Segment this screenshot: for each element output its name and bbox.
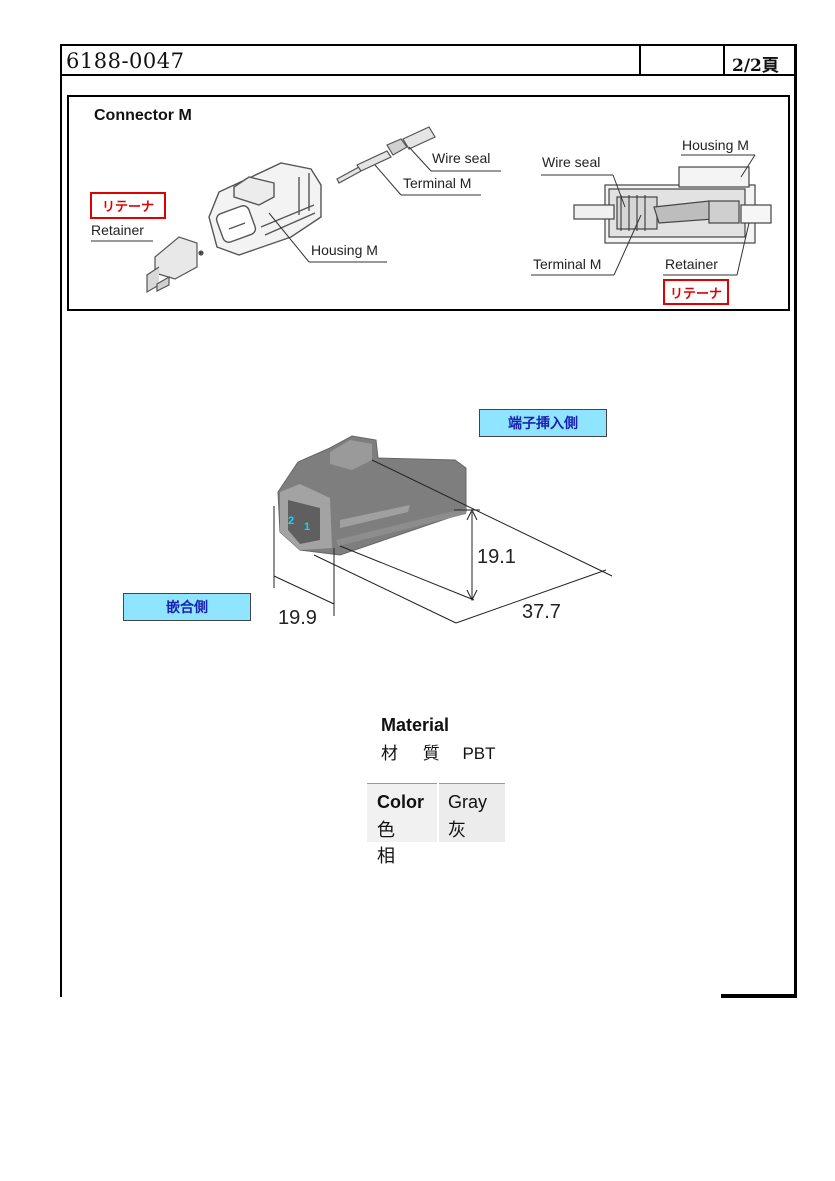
doc-number: 6188-0047: [66, 49, 185, 73]
label-wire-seal-left: Wire seal: [432, 150, 491, 166]
terminal-illustration: [336, 126, 436, 184]
material-label: 材 質: [381, 744, 450, 763]
color-heading: Color: [377, 792, 424, 812]
pin-2-marker: 2: [288, 515, 294, 527]
bottom-rule: [721, 994, 797, 998]
label-housing-right: Housing M: [682, 137, 749, 153]
color-label: 色 相: [377, 820, 403, 866]
page-indicator: 2/2頁: [732, 56, 779, 76]
material-heading: Material: [381, 715, 450, 735]
exploded-view-panel: Connector M: [67, 95, 790, 311]
label-retainer-left: Retainer: [91, 222, 144, 238]
mating-side-tag: 嵌合側: [123, 593, 251, 621]
housing-illustration: [208, 162, 322, 256]
pin-1-marker: 1: [304, 521, 310, 533]
label-terminal-right: Terminal M: [533, 256, 602, 272]
dimension-width: 19.9: [278, 607, 317, 629]
exploded-illustration: [91, 126, 772, 294]
color-value-en: Gray: [448, 792, 488, 812]
dimension-height: 19.1: [477, 546, 516, 568]
header-empty-cell: [639, 46, 725, 74]
dimension-length: 37.7: [522, 601, 561, 623]
label-wire-seal-right: Wire seal: [542, 154, 601, 170]
section-title: Connector M: [94, 107, 192, 124]
color-value-cell: Gray 灰: [439, 783, 505, 842]
terminal-insertion-side-tag: 端子挿入側: [479, 409, 607, 437]
retainer-jp-tag-left: リテーナ: [90, 192, 166, 219]
material-value: PBT: [462, 744, 496, 763]
cross-section-illustration: [573, 166, 772, 244]
title-block: 6188-0047 2/2頁: [60, 44, 797, 76]
housing-3d-view: [277, 435, 467, 556]
label-terminal-left: Terminal M: [403, 175, 472, 191]
retainer-illustration: [146, 236, 204, 294]
color-value-jp: 灰: [448, 820, 466, 840]
retainer-jp-tag-right: リテーナ: [663, 279, 729, 305]
material-row: 材 質 PBT: [381, 739, 496, 764]
label-retainer-right: Retainer: [665, 256, 718, 272]
header-page-cell: [723, 46, 797, 74]
color-table: Color 色 相 Gray 灰: [367, 783, 505, 866]
page-frame: [60, 44, 797, 997]
color-label-cell: Color 色 相: [367, 783, 437, 866]
label-housing-left: Housing M: [311, 242, 378, 258]
